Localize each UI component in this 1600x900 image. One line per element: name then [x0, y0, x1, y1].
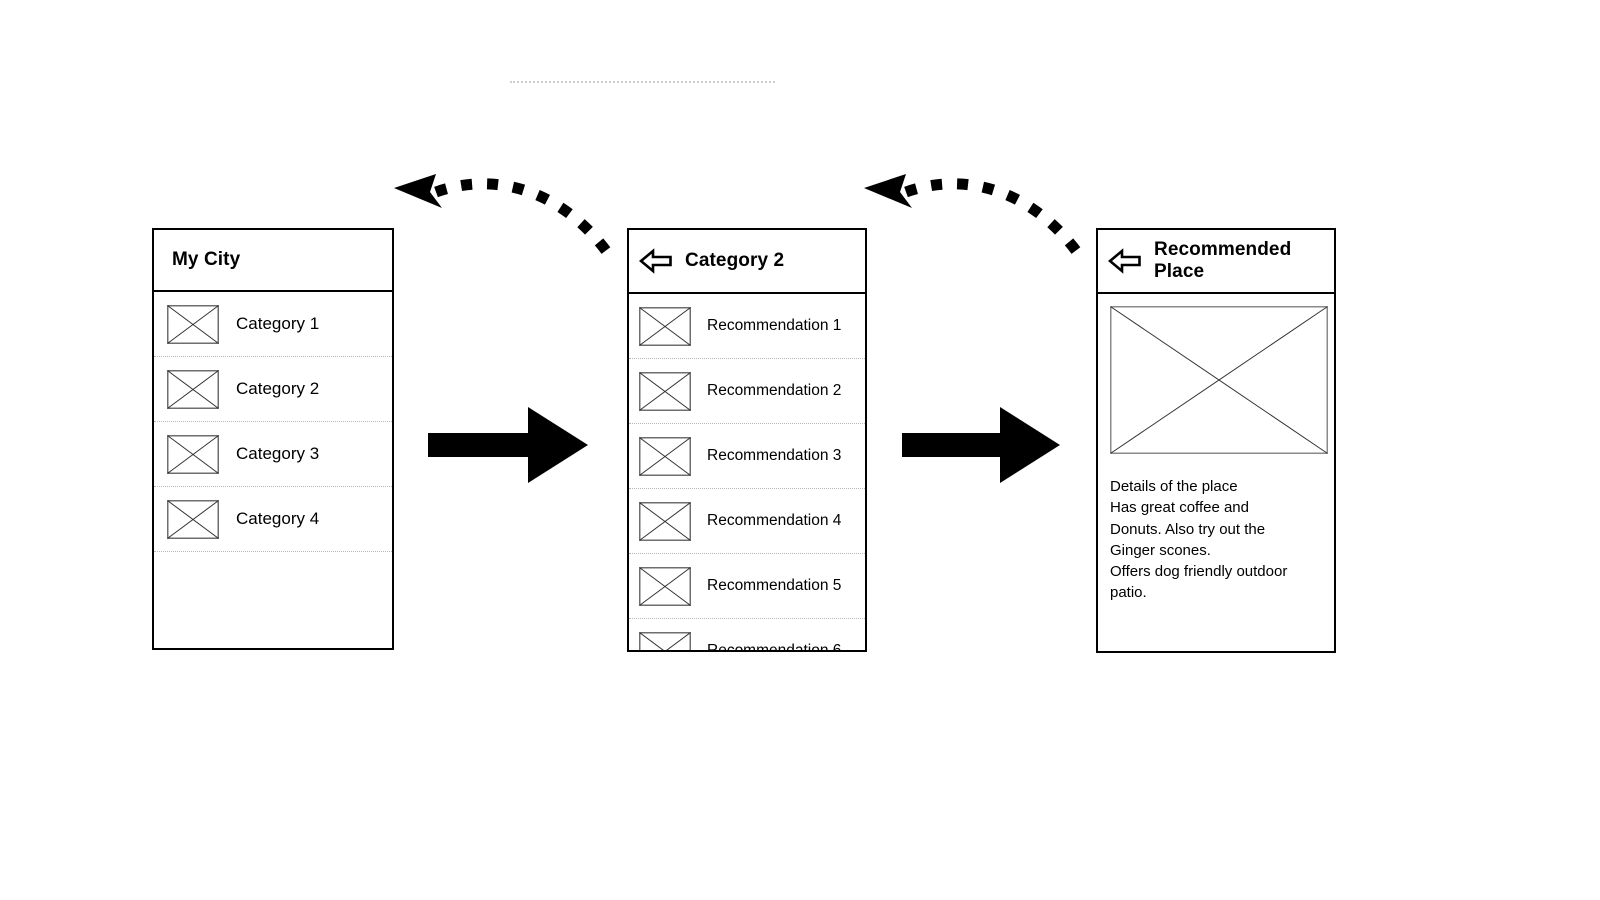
- back-arrow-icon[interactable]: [639, 248, 673, 274]
- list-item-label: Recommendation 5: [707, 576, 842, 594]
- back-flow-arrow-icon: [864, 174, 1089, 266]
- image-placeholder-icon: [639, 371, 691, 411]
- detail-body: Details of the place Has great coffee an…: [1098, 294, 1334, 651]
- image-placeholder-icon: [639, 436, 691, 476]
- list-item-label: Category 3: [236, 443, 320, 463]
- page-title: Category 2: [685, 249, 785, 271]
- list-item[interactable]: Category 3: [154, 422, 392, 487]
- screen-recommended-place-header: Recommended Place: [1098, 230, 1334, 294]
- screen-my-city-header: My City: [154, 230, 392, 292]
- list-item-label: Category 2: [236, 378, 320, 398]
- screen-my-city: My City Category 1 Category 2: [152, 228, 394, 650]
- image-placeholder-icon: [167, 434, 219, 474]
- list-item[interactable]: Category 1: [154, 292, 392, 357]
- image-placeholder-icon: [639, 501, 691, 541]
- list-item[interactable]: Recommendation 1: [629, 294, 865, 359]
- image-placeholder-icon: [639, 566, 691, 606]
- list-item[interactable]: Recommendation 5: [629, 554, 865, 619]
- list-item-label: Recommendation 2: [707, 381, 842, 399]
- image-placeholder-icon: [167, 369, 219, 409]
- list-item[interactable]: Recommendation 6: [629, 619, 865, 650]
- page-title: My City: [172, 248, 241, 270]
- image-placeholder-icon: [639, 306, 691, 346]
- list-item[interactable]: Category 2: [154, 357, 392, 422]
- list-item[interactable]: Recommendation 3: [629, 424, 865, 489]
- list-item-label: Recommendation 3: [707, 446, 842, 464]
- image-placeholder-icon: [167, 304, 219, 344]
- list-item-label: Recommendation 1: [707, 316, 842, 334]
- forward-arrow-icon: [428, 407, 588, 483]
- image-placeholder-icon: [167, 499, 219, 539]
- list-item-label: Recommendation 4: [707, 511, 842, 529]
- screen-recommended-place: Recommended Place Details of the place H…: [1096, 228, 1336, 653]
- category-list: Category 1 Category 2 Category 3: [154, 292, 392, 648]
- back-flow-arrow-icon: [394, 174, 619, 266]
- back-arrow-icon[interactable]: [1108, 248, 1142, 274]
- list-item-label: Recommendation 6: [707, 642, 841, 650]
- guide-line: [510, 81, 775, 83]
- list-item-label: Category 4: [236, 508, 320, 528]
- screen-category-2-header: Category 2: [629, 230, 865, 294]
- forward-arrow-icon: [902, 407, 1060, 483]
- place-details-text: Details of the place Has great coffee an…: [1110, 478, 1288, 602]
- screen-category-2: Category 2 Recommendation 1 Recommendati…: [627, 228, 867, 652]
- image-placeholder-icon: [639, 631, 691, 650]
- list-empty-area: [154, 552, 392, 648]
- recommendation-list: Recommendation 1 Recommendation 2 Recomm…: [629, 294, 865, 650]
- list-item[interactable]: Recommendation 2: [629, 359, 865, 424]
- list-item[interactable]: Category 4: [154, 487, 392, 552]
- page-title: Recommended Place: [1154, 238, 1292, 282]
- list-item-label: Category 1: [236, 313, 320, 333]
- list-item[interactable]: Recommendation 4: [629, 489, 865, 554]
- image-placeholder-icon: [1110, 306, 1328, 454]
